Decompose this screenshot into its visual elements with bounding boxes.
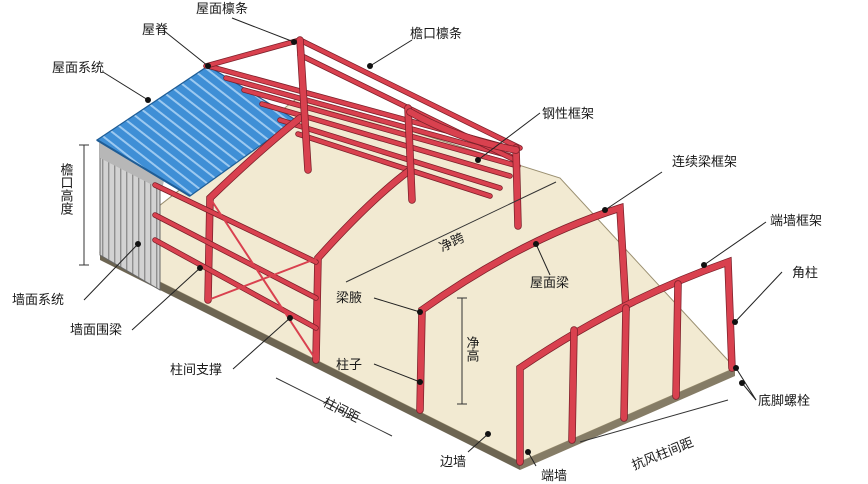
label-gable-frame: 端墙框架	[770, 214, 822, 229]
label-wall-system: 墙面系统	[12, 293, 64, 308]
label-haunch: 梁腋	[336, 291, 362, 306]
label-column-bracing: 柱间支撑	[170, 363, 222, 378]
column-bracing	[207, 197, 319, 361]
label-bay-spacing: 柱间距	[320, 395, 362, 426]
label-wall-girt: 墙面围梁	[70, 323, 122, 338]
label-anchor-bolt: 底脚螺栓	[758, 393, 810, 409]
label-eave-purlin: 檐口檩条	[410, 26, 462, 42]
gable-end-frame	[516, 256, 736, 466]
rigid-frame-front	[204, 114, 414, 364]
label-eave-height: 檐口高度	[58, 163, 74, 215]
label-rigid-frame: 钢性框架	[542, 107, 594, 122]
label-roof-purlin: 屋面檩条	[196, 1, 248, 17]
label-wind-column-spacing: 抗风柱间距	[630, 435, 696, 473]
label-end-wall: 端墙	[541, 469, 567, 484]
wall-girts	[152, 182, 319, 331]
label-corner-column: 角柱	[792, 266, 818, 281]
label-clear-height: 净高	[464, 336, 480, 362]
rigid-frame-back	[296, 36, 522, 230]
dimension-lines	[79, 144, 729, 443]
continuous-beam-frame	[416, 202, 630, 414]
label-roof-system: 屋面系统	[52, 61, 104, 76]
label-column: 柱子	[336, 358, 362, 373]
label-side-wall: 边墙	[440, 455, 466, 470]
label-roof-beam: 屋面梁	[530, 276, 569, 291]
leader-lines	[83, 17, 783, 467]
label-continuous-beam-frame: 连续梁框架	[672, 154, 737, 170]
label-ridge: 屋脊	[142, 23, 168, 38]
